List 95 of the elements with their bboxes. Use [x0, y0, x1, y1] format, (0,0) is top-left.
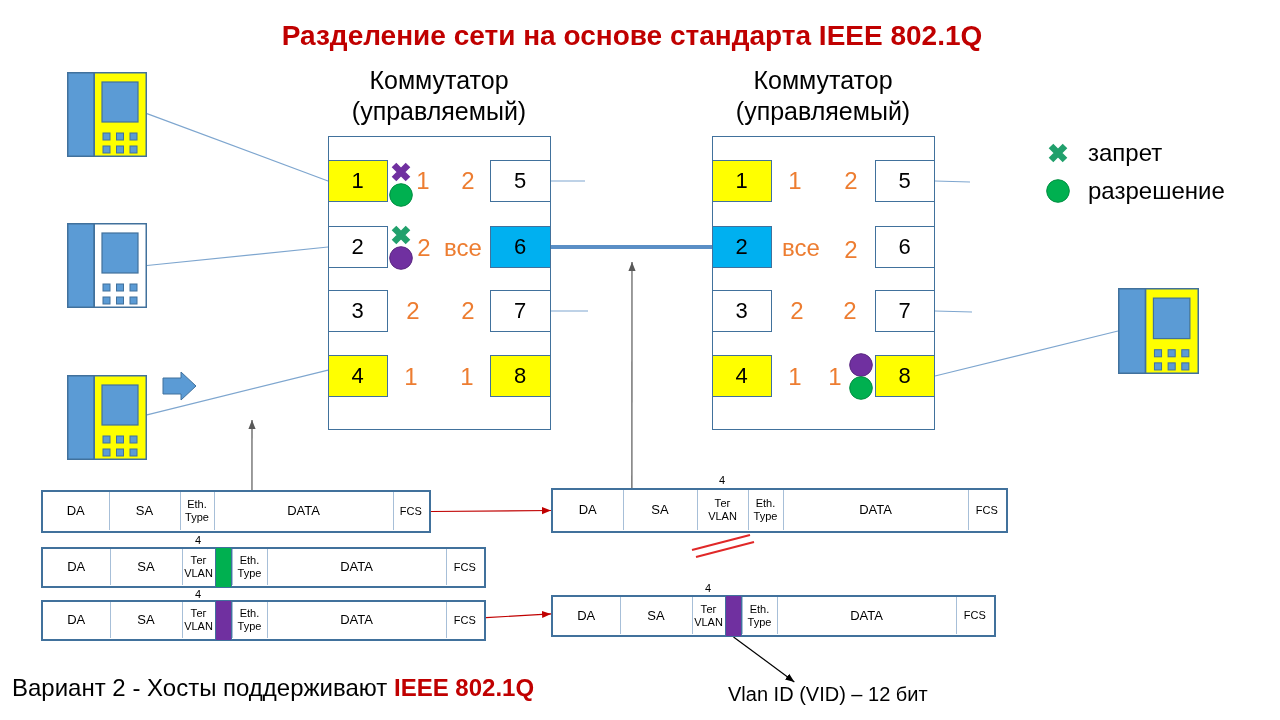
switch-port: 8	[874, 354, 935, 397]
switch-port: 5	[874, 159, 935, 202]
arrow	[430, 507, 552, 515]
switch-port: 8	[489, 354, 551, 397]
vlan-tag-bar	[214, 599, 232, 641]
connector-line	[550, 310, 589, 312]
leader-line	[732, 636, 795, 683]
trunk-line	[551, 245, 712, 249]
frame-field: SA	[109, 549, 182, 585]
switch-port: 2	[711, 225, 772, 268]
switch-title: Коммутатор (управляемый)	[350, 65, 528, 127]
frame-field: Тег VLAN	[181, 549, 215, 585]
frame-field: FCS	[445, 549, 483, 585]
frame-field: DATA	[782, 490, 968, 530]
caption-text: Вариант 2 - Хосты поддерживают IEEE 802.1Q	[12, 673, 535, 703]
frame-field: Eth. Type	[179, 492, 214, 530]
frame-field: SA	[619, 597, 692, 634]
frame-field: FCS	[967, 490, 1005, 530]
frame-field: DATA	[266, 549, 446, 585]
switch-port: 7	[874, 289, 935, 332]
vlan-tag-bar	[214, 546, 232, 588]
vlan-number: 2	[790, 297, 804, 325]
vlan-number: 1	[788, 167, 802, 195]
vlan-number: 2	[417, 234, 431, 262]
phone-icon	[67, 223, 147, 308]
frame-field: FCS	[955, 597, 993, 634]
vlan-number: все	[444, 234, 482, 262]
connector-line	[146, 369, 329, 416]
vlan-number: 2	[461, 167, 475, 195]
frame-field: DATA	[776, 597, 956, 634]
frame-field: DA	[43, 602, 110, 638]
frame-field: DATA	[213, 492, 393, 530]
switch-port: 6	[874, 225, 935, 268]
vlan-tag-bar	[724, 594, 742, 637]
switch-port: 7	[489, 289, 551, 332]
frame-field: FCS	[392, 492, 428, 530]
slide-title: Разделение сети на основе стандарта IEEE 802.1Q	[281, 20, 983, 52]
vlan-number: 2	[844, 167, 858, 195]
phone-icon	[67, 375, 147, 460]
ethernet-frame	[41, 490, 431, 533]
arrow	[248, 419, 256, 491]
frame-field: DA	[553, 490, 623, 530]
switch-port: 6	[489, 225, 551, 268]
vlan-number: все	[782, 234, 820, 262]
arrow	[628, 261, 636, 489]
frame-field: Тег VLAN	[696, 490, 748, 530]
vlan-number: 1	[828, 363, 842, 391]
legend-label: запрет	[1088, 138, 1163, 168]
frame-field: SA	[109, 602, 182, 638]
vlan-number: 1	[460, 363, 474, 391]
vlan-number: 2	[406, 297, 420, 325]
frame-field: SA	[108, 492, 180, 530]
switch-port: 1	[327, 159, 388, 202]
frame-field: Тег VLAN	[691, 597, 725, 634]
frame-field: SA	[622, 490, 697, 530]
byte-count-label: 4	[704, 582, 712, 594]
switch-port: 2	[327, 225, 388, 268]
phone-icon	[67, 72, 147, 157]
vlan-number: 2	[844, 236, 858, 264]
frame-field: DA	[43, 549, 110, 585]
connector-line	[934, 330, 1119, 377]
annotation-text: Vlan ID (VID) – 12 бит	[728, 682, 928, 706]
frame-field: DA	[43, 492, 109, 530]
ethernet-frame	[551, 488, 1008, 533]
switch-port: 1	[711, 159, 772, 202]
byte-count-label: 4	[718, 474, 726, 486]
arrow	[485, 610, 552, 619]
vlan-number: 2	[843, 297, 857, 325]
switch-port: 3	[327, 289, 388, 332]
switch-port: 3	[711, 289, 772, 332]
ethernet-frame	[551, 595, 996, 637]
ethernet-frame	[41, 600, 486, 641]
ethernet-frame	[41, 547, 486, 588]
vlan-number: 1	[788, 363, 802, 391]
frame-field: Тег VLAN	[181, 602, 215, 638]
switch-port: 5	[489, 159, 551, 202]
connector-line	[934, 310, 973, 313]
connector-line	[550, 180, 586, 182]
vlan-number: 1	[404, 363, 418, 391]
byte-count-label: 4	[194, 588, 202, 600]
switch-port: 4	[327, 354, 388, 397]
frame-field: Eth. Type	[747, 490, 783, 530]
frame-field: DA	[553, 597, 620, 634]
phone-icon	[1118, 288, 1199, 374]
byte-count-label: 4	[194, 534, 202, 546]
frame-field: DATA	[266, 602, 446, 638]
frame-field: FCS	[445, 602, 483, 638]
switch-port: 4	[711, 354, 772, 397]
legend-label: разрешение	[1088, 176, 1225, 206]
vlan-number: 2	[461, 297, 475, 325]
connector-line	[934, 180, 971, 183]
vlan-number: 1	[416, 167, 430, 195]
switch-title: Коммутатор (управляемый)	[734, 65, 912, 127]
connector-line	[146, 246, 329, 267]
connector-line	[146, 113, 329, 182]
